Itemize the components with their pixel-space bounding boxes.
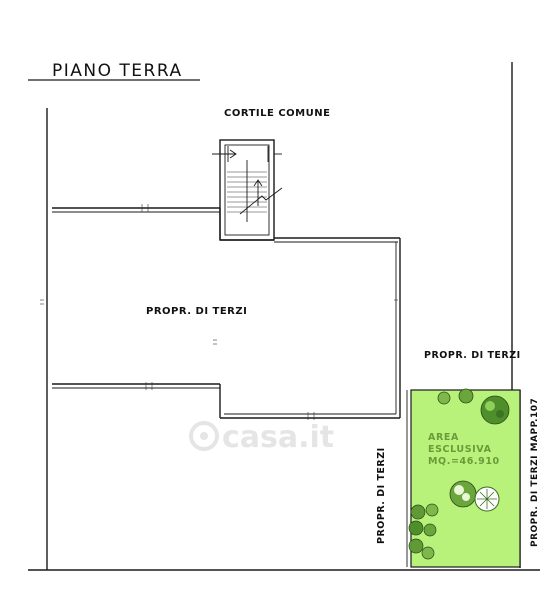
staircase: [212, 139, 283, 241]
third-party-property-mapp-label: PROPR. DI TERZI MAPP.107: [530, 398, 540, 547]
area-label-line1: AREA: [428, 432, 459, 443]
watermark-text: casa.it: [222, 420, 334, 455]
neighbour-building: [40, 204, 401, 420]
common-courtyard-label: CORTILE COMUNE: [224, 108, 330, 119]
third-party-property-right-label: PROPR. DI TERZI: [424, 350, 521, 361]
plan-title: PIANO TERRA: [52, 61, 183, 81]
third-party-property-vertical-label: PROPR. DI TERZI: [376, 447, 387, 544]
tree-icon: [408, 388, 510, 560]
area-label-line2: ESCLUSIVA: [428, 444, 492, 455]
watermark: casa.it: [189, 420, 334, 455]
third-party-property-label: PROPR. DI TERZI: [146, 306, 247, 317]
area-label-line3: MQ.=46.910: [428, 456, 500, 467]
